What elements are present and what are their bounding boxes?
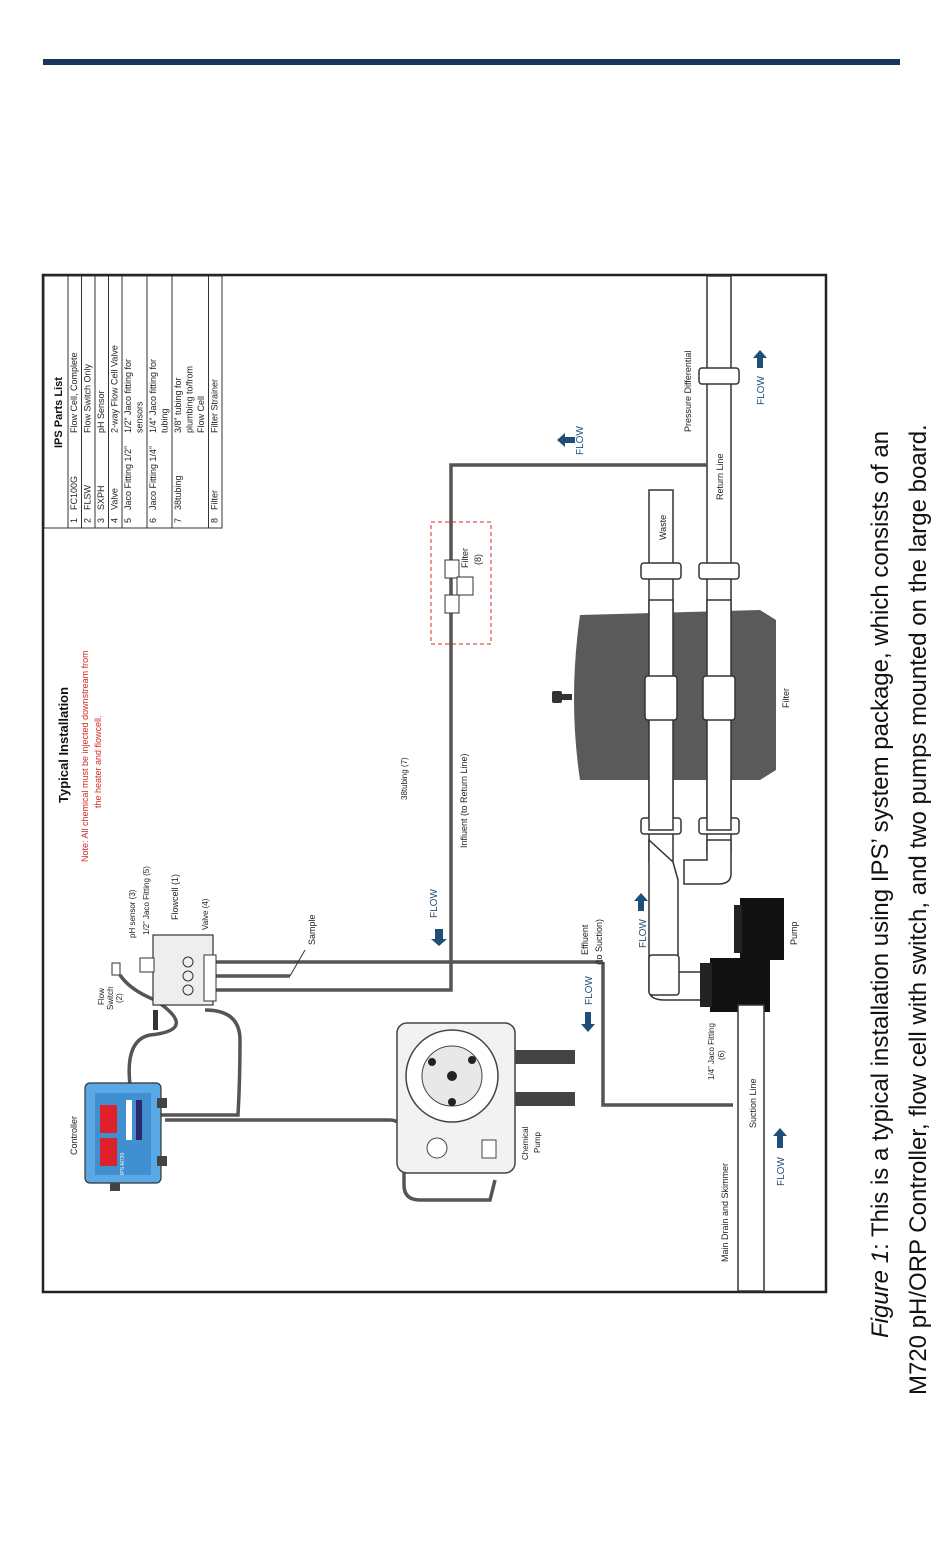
note-line-2: the heater and flowcell. xyxy=(93,715,103,808)
parts-row-part: Filter xyxy=(210,490,220,510)
effluent-label-1: Effluent xyxy=(580,924,590,955)
pump-piping xyxy=(648,838,732,1001)
ph-sensor-label: pH sensor (3) xyxy=(128,889,137,938)
parts-row-number: 1 xyxy=(69,518,79,523)
diagram-frame xyxy=(41,273,828,1294)
parts-row-description: tubing xyxy=(160,408,170,433)
parts-row-number: 7 xyxy=(173,518,183,523)
parts-row-part: FLSW xyxy=(83,484,93,510)
jaco-quarter-label-2: (6) xyxy=(717,1050,726,1060)
main-drain-label: Main Drain and Skimmer xyxy=(720,1163,730,1262)
tubing-label: 38tubing (7) xyxy=(400,757,409,800)
flow-label-return: FLOW xyxy=(575,426,586,455)
parts-row-description: 3/8” tubing for xyxy=(173,377,183,433)
pump xyxy=(700,898,784,1012)
influent-label: Influent (to Return Line) xyxy=(459,753,469,848)
controller-screen: IPS-M720 xyxy=(120,1153,126,1175)
flowcell-label: Flowcell (1) xyxy=(170,874,180,920)
filter-label: Filter xyxy=(781,688,791,708)
controller-label: Controller xyxy=(69,1116,79,1155)
parts-table: IPS Parts List 1 FC100G Flow Cell, Complete… xyxy=(43,275,223,529)
parts-row-number: 8 xyxy=(210,518,220,523)
jaco-half-label: 1/2” Jaco Fitting (5) xyxy=(142,866,151,935)
parts-row-part: Jaco Fitting 1/2” xyxy=(123,446,133,510)
parts-row-description: pH Sensor xyxy=(96,390,106,433)
diagram-labels: Controller pH sensor (3) 1/2” Jaco Fitti… xyxy=(69,351,799,1262)
parts-row-description: sensors xyxy=(135,401,145,433)
parts-row-description: 1/4” Jaco fitting for xyxy=(148,359,158,433)
filter-strainer-label-2: (8) xyxy=(473,554,483,565)
flow-label-influent: FLOW xyxy=(429,889,440,918)
parts-row-description: 2-way Flow Cell Valve xyxy=(110,345,120,433)
flow-label-main-drain: FLOW xyxy=(776,1157,787,1186)
flow-arrows xyxy=(431,350,787,1148)
parts-row-part: 38tubing xyxy=(173,475,183,510)
filter-strainer-label-1: Filter xyxy=(460,548,470,568)
flowcell xyxy=(111,934,217,1030)
filter-strainer xyxy=(430,521,492,645)
flow-switch-label-2: Switch xyxy=(106,986,115,1010)
pressure-differential-label: Pressure Differential xyxy=(683,351,693,432)
flow-switch-label-1: Flow xyxy=(97,988,106,1005)
parts-row-description: Flow Cell, Complete xyxy=(69,352,79,433)
suction-pipe xyxy=(737,1004,765,1292)
parts-table-title: IPS Parts List xyxy=(53,377,65,448)
caption-line-2: M720 pH/ORP Controller, flow cell with s… xyxy=(905,424,932,1395)
flow-switch-label-3: (2) xyxy=(115,993,124,1003)
suction-line-label: Suction Line xyxy=(748,1078,758,1128)
flow-label-effluent: FLOW xyxy=(638,919,649,948)
parts-row-number: 3 xyxy=(96,518,106,523)
chemical-pump-label-1: Chemical xyxy=(521,1126,530,1160)
parts-row-number: 6 xyxy=(148,518,158,523)
valve-label: Valve (4) xyxy=(201,898,210,930)
parts-row-part: SXPH xyxy=(96,485,106,510)
parts-row-part: FC100G xyxy=(69,476,79,510)
header-rule xyxy=(43,59,900,65)
caption-line-1: Figure 1: This is a typical installation… xyxy=(867,431,894,1338)
parts-row-description: Flow Cell xyxy=(196,396,206,433)
controller: IPS-M720 xyxy=(84,1082,167,1191)
caption-line-1-text: : This is a typical installation using I… xyxy=(867,431,894,1250)
parts-row-number: 5 xyxy=(123,518,133,523)
chemical-pump-label-2: Pump xyxy=(533,1132,542,1153)
note-line-1: Note: All chemical must be injected down… xyxy=(80,650,90,862)
flow-label-suction-tube: FLOW xyxy=(584,976,595,1005)
effluent-label-2: (to Suction) xyxy=(594,919,604,965)
parts-row-part: Jaco Fitting 1/4” xyxy=(148,446,158,510)
parts-row-description: 1/2” Jaco fitting for xyxy=(123,359,133,433)
return-line-label: Return Line xyxy=(715,453,725,500)
parts-row-part: Valve xyxy=(110,488,120,510)
pump-label: Pump xyxy=(789,921,799,945)
caption-prefix: Figure 1 xyxy=(867,1250,894,1338)
flow-label-pressure: FLOW xyxy=(756,376,767,405)
tubing xyxy=(118,463,733,1202)
parts-row-description: Filter Strainer xyxy=(210,379,220,433)
diagram-title: Typical Installation xyxy=(56,687,71,803)
waste-label: Waste xyxy=(658,515,668,540)
jaco-quarter-label-1: 1/4” Jaco Fitting xyxy=(707,1023,716,1080)
parts-row-number: 4 xyxy=(110,518,120,523)
parts-row-description: Flow Switch Only xyxy=(83,363,93,433)
parts-row-number: 2 xyxy=(83,518,93,523)
parts-row-description: plumbing to/from xyxy=(185,366,195,433)
sample-label: Sample xyxy=(307,914,317,945)
chemical-pump xyxy=(396,1022,575,1174)
